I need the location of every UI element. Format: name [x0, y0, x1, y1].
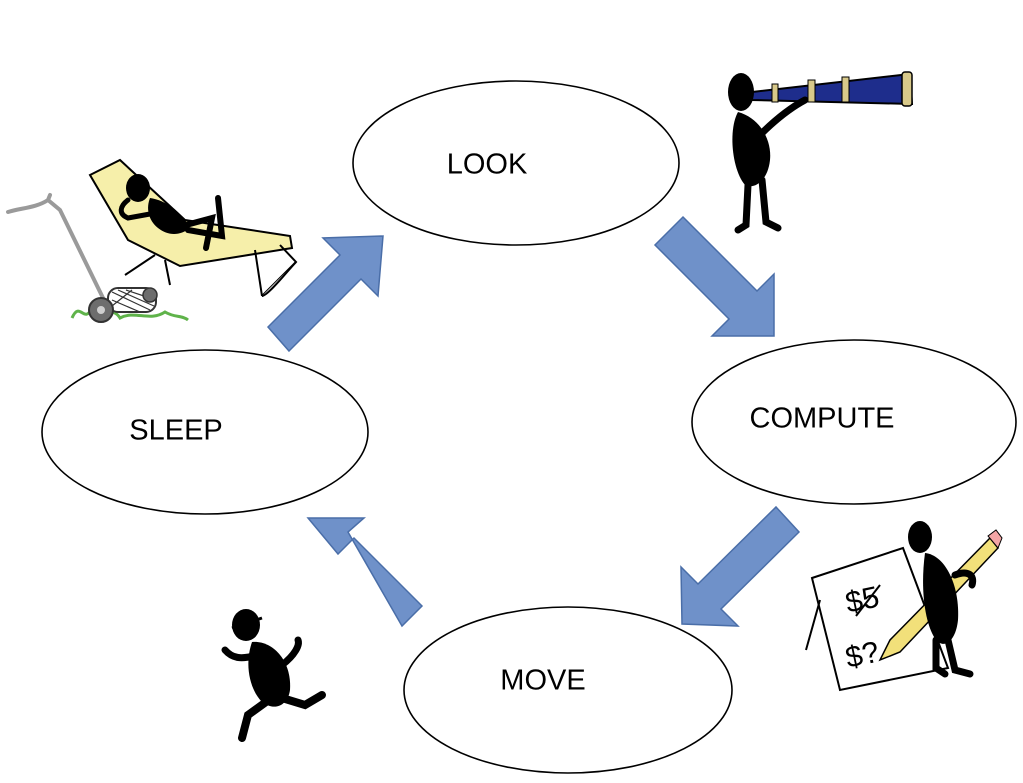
arrow-compute-to-move [680, 505, 801, 627]
node-compute-ellipse [691, 339, 1017, 505]
running-person-icon [221, 609, 326, 742]
person-writing-on-sign-icon: $5 $? [805, 521, 1003, 692]
node-look-label: LOOK [447, 149, 528, 181]
node-move-label: MOVE [500, 665, 585, 697]
node-move-ellipse [403, 606, 733, 774]
arrow-sleep-to-look [266, 235, 384, 353]
person-with-telescope-icon [728, 71, 914, 234]
node-look-ellipse [352, 80, 680, 246]
node-compute-label: COMPUTE [750, 403, 895, 435]
svg-text:$?: $? [843, 636, 883, 675]
node-move: MOVE [403, 606, 733, 774]
node-look: LOOK [352, 80, 680, 246]
arrow-look-to-compute [653, 215, 775, 337]
svg-text:$5: $5 [843, 581, 883, 620]
arrow-move-to-sleep [306, 517, 424, 628]
node-compute: COMPUTE [691, 339, 1017, 505]
node-sleep-ellipse [41, 349, 369, 515]
person-on-lounge-chair-with-lawnmower-icon [6, 158, 298, 323]
node-sleep-label: SLEEP [129, 415, 223, 447]
node-sleep: SLEEP [41, 349, 369, 515]
